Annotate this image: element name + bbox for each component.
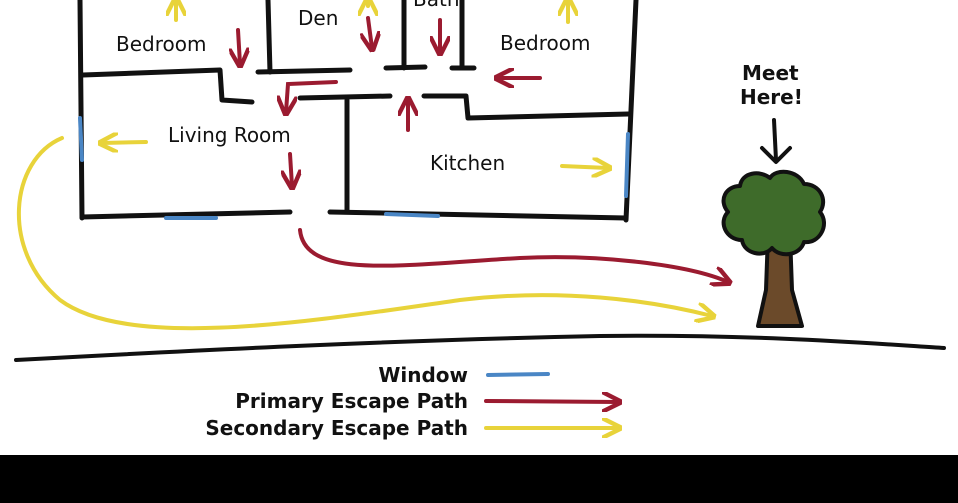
legend-window-swatch (486, 372, 550, 377)
wall-bath-bottom (383, 64, 428, 71)
primary-arrow-outside (298, 228, 728, 282)
meet-arrow-down (760, 118, 792, 164)
secondary-arrow-outside (17, 136, 712, 331)
wall-den-left (265, 0, 273, 75)
house-walls (77, 0, 639, 223)
room-labels: Bedroom Den Bath Bedroom Living Room Kit… (116, 0, 590, 175)
primary-arrow-bedroom-left (238, 28, 240, 64)
tree-foliage (721, 169, 826, 257)
wall-bedroom-left-bottom (80, 67, 255, 105)
tree-icon (721, 169, 826, 328)
room-label-den: Den (298, 6, 338, 30)
window-kitchen-bottom (384, 212, 440, 218)
window-living-left (78, 116, 84, 162)
room-label-kitchen: Kitchen (430, 151, 505, 175)
windows (78, 116, 630, 220)
meeting-point: Meet Here! (740, 61, 803, 164)
window-kitchen-right (624, 132, 630, 198)
legend-primary-swatch (484, 401, 618, 402)
wall-bottom-right (327, 209, 629, 221)
room-label-living-room: Living Room (168, 123, 291, 147)
meet-label-line2: Here! (740, 85, 803, 109)
legend: Window Primary Escape Path Secondary Esc… (205, 363, 618, 440)
secondary-arrow-living-left (102, 142, 148, 143)
primary-arrow-den (368, 16, 372, 48)
secondary-escape-arrows (17, 0, 712, 331)
wall-hall-top (297, 93, 393, 101)
primary-arrow-hall-turn (286, 80, 338, 112)
legend-secondary-label: Secondary Escape Path (205, 416, 468, 440)
room-label-bath: Bath (413, 0, 460, 11)
room-label-bedroom-left: Bedroom (116, 32, 206, 56)
black-bottom-bar (0, 455, 958, 503)
primary-escape-arrows (238, 16, 728, 282)
wall-left (77, 0, 85, 221)
room-label-bedroom-right: Bedroom (500, 31, 590, 55)
ground-line (14, 333, 946, 362)
legend-window-label: Window (378, 363, 468, 387)
secondary-arrow-kitchen-right (560, 166, 608, 168)
wall-bottom-left (79, 209, 293, 220)
legend-primary-label: Primary Escape Path (235, 389, 468, 413)
primary-arrow-living-down (290, 152, 292, 186)
meet-label-line1: Meet (742, 61, 799, 85)
wall-den-bottom (255, 67, 353, 75)
wall-hall-top-2 (421, 93, 631, 121)
